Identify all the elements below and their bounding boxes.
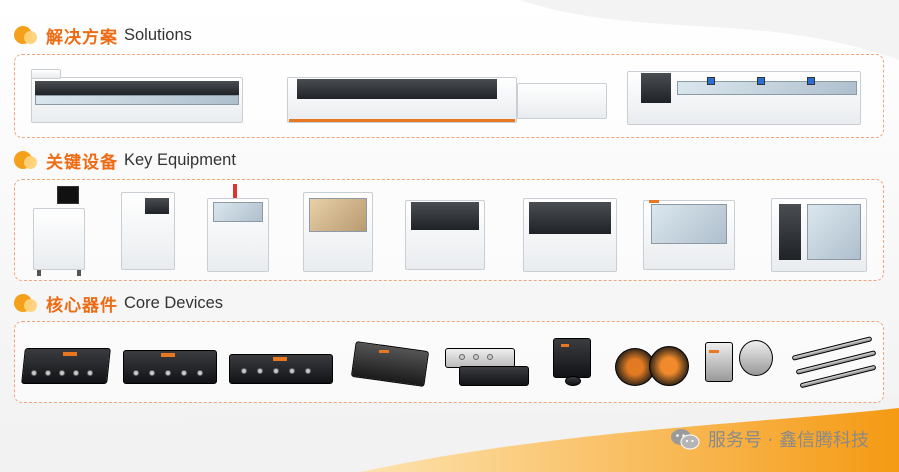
equipment-image[interactable] bbox=[643, 190, 735, 276]
equipment-image[interactable] bbox=[121, 182, 175, 276]
section-title-en: Key Equipment bbox=[124, 150, 236, 169]
lens-device-image[interactable] bbox=[615, 342, 697, 390]
core-devices-panel bbox=[14, 321, 884, 403]
section-title-key-equipment: 关键设备 Key Equipment bbox=[14, 147, 236, 173]
section-title-en: Solutions bbox=[124, 25, 192, 44]
equipment-image[interactable] bbox=[771, 192, 867, 276]
bullet-dot-icon bbox=[14, 290, 42, 316]
equipment-image[interactable] bbox=[33, 186, 89, 276]
solutions-panel bbox=[14, 54, 884, 138]
device-image[interactable] bbox=[349, 340, 435, 388]
section-title-cn: 关键设备 bbox=[46, 152, 118, 173]
bullet-dot-icon bbox=[14, 147, 42, 173]
footer-watermark: 服务号 · 鑫信腾科技 bbox=[670, 424, 869, 454]
equipment-image[interactable] bbox=[523, 192, 617, 276]
sensor-device-image[interactable] bbox=[705, 338, 783, 390]
device-image[interactable] bbox=[21, 344, 111, 388]
section-title-cn: 核心器件 bbox=[46, 295, 118, 316]
camera-device-image[interactable] bbox=[549, 336, 597, 390]
solution-line-image[interactable] bbox=[31, 69, 243, 127]
section-title-core-devices: 核心器件 Core Devices bbox=[14, 290, 223, 316]
wechat-icon bbox=[670, 429, 700, 450]
solution-line-image[interactable] bbox=[627, 67, 861, 129]
device-image[interactable] bbox=[445, 344, 531, 390]
probe-device-image[interactable] bbox=[791, 336, 877, 389]
equipment-image[interactable] bbox=[207, 182, 269, 276]
section-title-cn: 解决方案 bbox=[46, 27, 118, 48]
footer-text: 服务号 · 鑫信腾科技 bbox=[707, 430, 869, 451]
equipment-image[interactable] bbox=[405, 194, 485, 274]
bullet-dot-icon bbox=[14, 22, 42, 48]
device-image[interactable] bbox=[123, 346, 219, 388]
key-equipment-panel bbox=[14, 179, 884, 281]
section-title-en: Core Devices bbox=[124, 293, 224, 312]
section-title-solutions: 解决方案 Solutions bbox=[14, 22, 192, 48]
equipment-image[interactable] bbox=[303, 186, 373, 276]
solution-line-image[interactable] bbox=[267, 73, 617, 127]
device-image[interactable] bbox=[229, 348, 335, 388]
